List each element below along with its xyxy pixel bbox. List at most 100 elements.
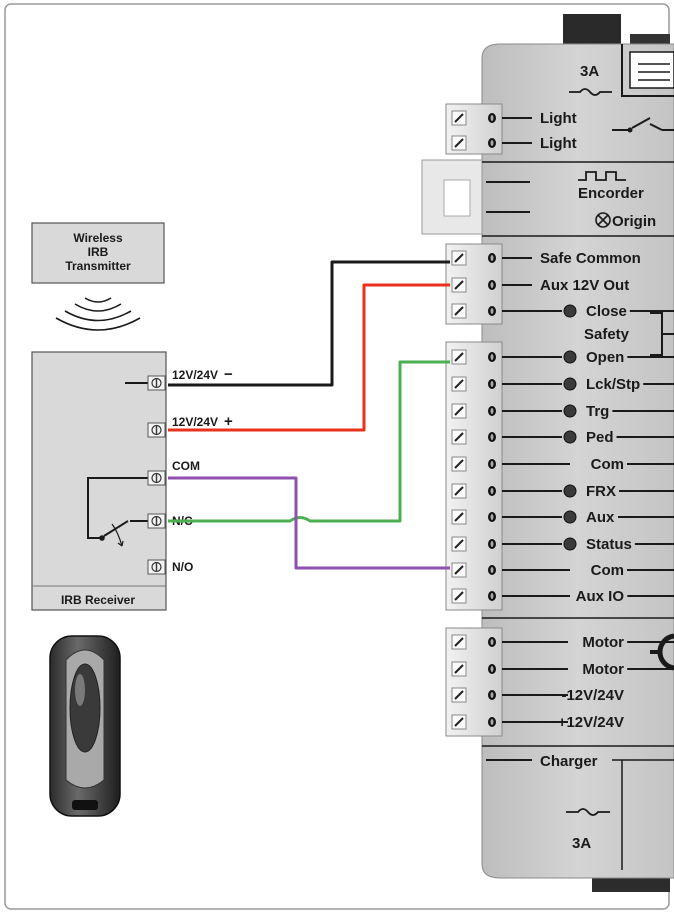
terminal-label: Com — [591, 562, 624, 579]
wireless-transmitter: Wireless IRB Transmitter — [31, 222, 165, 284]
terminal-hole-icon — [488, 717, 496, 727]
terminal-screw-icon — [451, 714, 467, 730]
controller-terminal: FRX — [451, 483, 674, 500]
terminal-screw-icon — [451, 588, 467, 604]
terminal-screw-icon — [451, 456, 467, 472]
fuse-top-label: 3A — [580, 63, 599, 80]
terminal-hole-icon — [488, 664, 496, 674]
terminal-hole-icon — [488, 138, 496, 148]
controller-terminal: Trg — [451, 403, 674, 420]
terminal-screw-icon — [451, 661, 467, 677]
led-indicator-icon — [563, 430, 577, 444]
terminal-label: Safe Common — [540, 250, 641, 267]
led-indicator-icon — [563, 510, 577, 524]
encoder-connector-slot — [443, 179, 471, 217]
terminal-screw-icon — [451, 403, 467, 419]
wire-green — [168, 360, 450, 523]
terminal-label: Close — [586, 303, 627, 320]
terminal-hole-icon — [488, 432, 496, 442]
controller-terminal: Motor — [451, 634, 674, 651]
charger-label: Charger — [540, 753, 598, 770]
terminal-screw-icon — [147, 422, 166, 438]
relay-box-outline — [621, 44, 674, 97]
terminal-label: Trg — [586, 403, 609, 420]
controller-terminal: Aux 12V Out — [451, 277, 629, 294]
led-indicator-icon — [563, 404, 577, 418]
receiver-terminal: 12V/24V + — [147, 413, 233, 438]
terminal-screw-icon — [451, 110, 467, 126]
origin-label: Origin — [612, 213, 656, 230]
fuse-bottom-label: 3A — [572, 835, 591, 852]
controller-terminal: Close — [451, 303, 674, 320]
controller-terminal: Aux — [451, 509, 674, 526]
terminal-hole-icon — [488, 512, 496, 522]
terminal-hole-icon — [488, 280, 496, 290]
terminal-hole-icon — [488, 565, 496, 575]
fuse-icon — [566, 808, 610, 816]
transmitter-line1: Wireless — [73, 231, 123, 245]
terminal-screw-icon — [147, 470, 166, 486]
controller-terminal: Lck/Stp — [451, 376, 674, 393]
receiver-terminal: N/C — [147, 513, 193, 529]
transmitter-line3: Transmitter — [65, 259, 131, 273]
plus-sign: + — [224, 413, 233, 430]
encoder-pulse-icon — [578, 171, 626, 181]
terminal-label: Aux — [586, 509, 615, 526]
terminal-screw-icon — [451, 562, 467, 578]
safety-label: Safety — [584, 326, 630, 343]
controller-board: 3A Encorder Origi — [421, 14, 674, 892]
terminal-label: Light — [540, 110, 577, 127]
terminal-screw-icon — [451, 250, 467, 266]
terminal-hole-icon — [488, 591, 496, 601]
terminal-hole-icon — [488, 406, 496, 416]
terminal-screw-icon — [451, 349, 467, 365]
receiver-terminal: COM — [147, 459, 200, 486]
terminal-label: Aux 12V Out — [540, 277, 629, 294]
wire-purple — [168, 476, 450, 570]
led-indicator-icon — [563, 350, 577, 364]
controller-terminal: Ped — [451, 429, 674, 446]
fuse-icon — [569, 88, 612, 96]
terminal-screw-icon — [451, 135, 467, 151]
controller-terminal: Com — [451, 456, 674, 473]
terminal-label: Motor — [582, 634, 624, 651]
terminal-label: Motor — [582, 661, 624, 678]
terminal-screw-icon — [451, 376, 467, 392]
origin-cross-icon — [595, 212, 611, 228]
terminal-screw-icon — [451, 277, 467, 293]
terminal-screw-icon — [451, 509, 467, 525]
remote-fob-icon — [49, 635, 121, 817]
receiver-terminal-label: 12V/24V — [172, 368, 218, 382]
controller-terminal: Safe Common — [451, 250, 641, 267]
terminal-hole-icon — [488, 486, 496, 496]
terminal-hole-icon — [488, 637, 496, 647]
terminal-hole-icon — [488, 253, 496, 263]
motor-icon — [650, 633, 674, 671]
terminal-hole-icon — [488, 459, 496, 469]
minus-sign: − — [224, 366, 233, 383]
led-indicator-icon — [563, 377, 577, 391]
receiver-terminal: 12V/24V− — [147, 366, 233, 391]
controller-terminal: Com — [451, 562, 674, 579]
terminal-hole-icon — [488, 539, 496, 549]
terminal-hole-icon — [488, 690, 496, 700]
terminal-label: Ped — [586, 429, 614, 446]
wires — [168, 260, 450, 570]
terminal-screw-icon — [147, 375, 166, 391]
relay-arc — [111, 523, 123, 547]
encoder-label: Encorder — [578, 185, 644, 202]
controller-terminal: -12V/24V — [451, 687, 624, 704]
controller-terminal: Light — [451, 110, 577, 127]
controller-terminal: Motor — [451, 661, 674, 678]
controller-terminal: Status — [451, 536, 674, 553]
terminal-hole-icon — [488, 113, 496, 123]
terminal-screw-icon — [147, 513, 166, 529]
terminal-label: Status — [586, 536, 632, 553]
terminal-screw-icon — [147, 559, 166, 575]
receiver-terminal-label: 12V/24V — [172, 415, 218, 429]
terminal-label: -12V/24V — [561, 687, 624, 704]
led-indicator-icon — [563, 537, 577, 551]
